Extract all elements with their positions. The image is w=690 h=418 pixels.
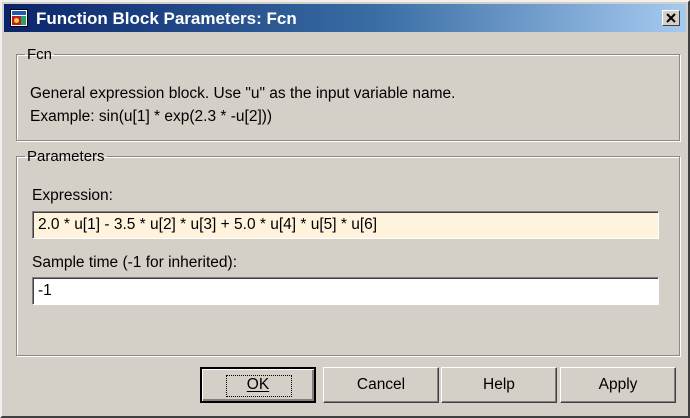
ok-button-label: OK bbox=[246, 376, 270, 393]
parameters-group: Parameters bbox=[16, 148, 680, 356]
close-button[interactable] bbox=[662, 10, 680, 26]
expression-input[interactable] bbox=[33, 212, 658, 238]
simulink-block-icon bbox=[10, 9, 28, 27]
expression-label: Expression: bbox=[32, 187, 113, 204]
focus-rectangle bbox=[226, 375, 292, 397]
close-icon bbox=[666, 13, 676, 23]
description-line-1: General expression block. Use "u" as the… bbox=[30, 85, 456, 102]
expression-field[interactable] bbox=[32, 211, 659, 239]
cancel-button[interactable]: Cancel bbox=[323, 367, 439, 403]
help-button[interactable]: Help bbox=[441, 367, 557, 403]
description-group: Fcn bbox=[16, 46, 680, 141]
description-line-2: Example: sin(u[1] * exp(2.3 * -u[2])) bbox=[30, 108, 273, 125]
window-title: Function Block Parameters: Fcn bbox=[36, 9, 297, 28]
parameters-group-legend: Parameters bbox=[27, 148, 105, 165]
sample-time-input[interactable] bbox=[33, 278, 658, 304]
apply-button-label: Apply bbox=[598, 376, 638, 393]
cancel-button-label: Cancel bbox=[356, 376, 406, 393]
description-group-legend: Fcn bbox=[27, 46, 53, 63]
ok-button[interactable]: OK bbox=[200, 367, 316, 403]
apply-button[interactable]: Apply bbox=[560, 367, 676, 403]
sample-time-label: Sample time (-1 for inherited): bbox=[32, 254, 238, 271]
title-bar[interactable]: Function Block Parameters: Fcn bbox=[4, 4, 686, 32]
help-button-label: Help bbox=[483, 376, 515, 393]
sample-time-field[interactable] bbox=[32, 277, 659, 305]
